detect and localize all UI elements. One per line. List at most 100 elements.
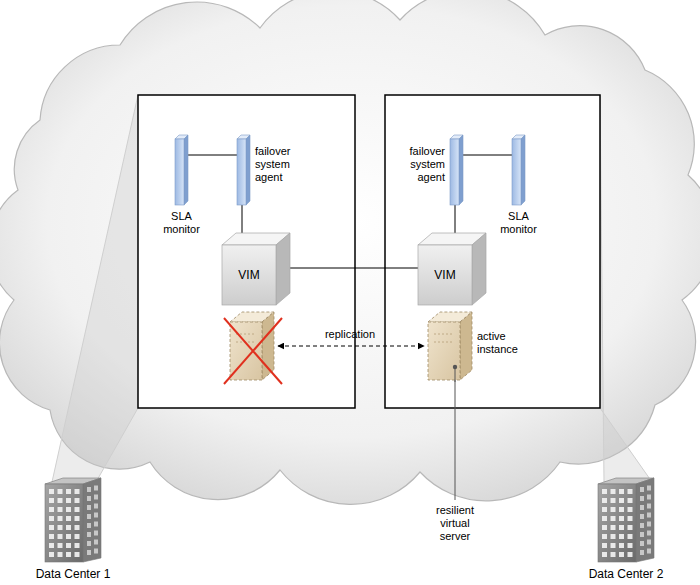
bar-side bbox=[246, 135, 250, 205]
building-window bbox=[49, 552, 54, 557]
building-window bbox=[66, 489, 71, 494]
building-window bbox=[66, 516, 71, 521]
building-window bbox=[602, 516, 607, 521]
building-window bbox=[75, 489, 80, 494]
building-window bbox=[647, 486, 651, 491]
data-center-graphic bbox=[45, 478, 101, 562]
building-window bbox=[619, 543, 624, 548]
building-window bbox=[602, 525, 607, 530]
building-window bbox=[58, 543, 63, 548]
building-window bbox=[87, 532, 91, 537]
building-window bbox=[94, 513, 98, 518]
building-window bbox=[628, 534, 633, 539]
failover-agent-graphic bbox=[237, 135, 250, 205]
building-window bbox=[602, 507, 607, 512]
building-window bbox=[58, 507, 63, 512]
building-window bbox=[619, 498, 624, 503]
building-window bbox=[602, 543, 607, 548]
cube-side bbox=[276, 233, 290, 305]
sla-monitor-graphic bbox=[512, 135, 525, 205]
building-window bbox=[619, 525, 624, 530]
failure-cross bbox=[224, 318, 282, 384]
building-window bbox=[611, 525, 616, 530]
building-window bbox=[628, 498, 633, 503]
building-window bbox=[628, 525, 633, 530]
site-name: Data Center 1 bbox=[36, 567, 111, 581]
building-window bbox=[647, 540, 651, 545]
building-front bbox=[45, 484, 83, 562]
data-center-panel bbox=[138, 95, 355, 408]
building-window bbox=[49, 516, 54, 521]
projection-funnel bbox=[600, 95, 652, 482]
building-window bbox=[75, 552, 80, 557]
replication-arrow bbox=[278, 346, 424, 347]
building-side bbox=[83, 478, 101, 562]
data-center: Data Center 1 bbox=[45, 478, 101, 562]
site-name: Data Center 2 bbox=[589, 567, 664, 581]
virtual-server-graphic bbox=[428, 312, 472, 380]
building-window bbox=[49, 525, 54, 530]
building-window bbox=[647, 495, 651, 500]
connector-line bbox=[242, 205, 243, 233]
building-window bbox=[58, 489, 63, 494]
connector-label: replication bbox=[325, 328, 375, 341]
connector-line bbox=[455, 205, 456, 233]
building-front bbox=[598, 484, 636, 562]
building-window bbox=[87, 496, 91, 501]
building-window bbox=[94, 531, 98, 536]
building-window bbox=[49, 543, 54, 548]
building-window bbox=[94, 549, 98, 554]
building-window bbox=[66, 534, 71, 539]
bar-front bbox=[512, 139, 521, 205]
building-window bbox=[640, 487, 644, 492]
bar-front bbox=[450, 139, 459, 205]
building-window bbox=[640, 523, 644, 528]
server-detail bbox=[434, 334, 454, 335]
building-window bbox=[66, 498, 71, 503]
callout-label: resilient virtual server bbox=[436, 504, 474, 543]
server-side bbox=[460, 312, 472, 380]
data-center-graphic bbox=[598, 478, 654, 562]
building-window bbox=[628, 543, 633, 548]
node-label: failover system agent bbox=[255, 145, 290, 184]
building-window bbox=[94, 504, 98, 509]
building-window bbox=[628, 507, 633, 512]
leader-line bbox=[455, 378, 456, 500]
cube-front bbox=[222, 245, 276, 305]
failover-agent: failover system agent bbox=[237, 135, 250, 205]
failover-agent-graphic bbox=[450, 135, 463, 205]
virtual-server: active instance bbox=[428, 312, 472, 380]
building-window bbox=[75, 516, 80, 521]
sla-monitor: SLA monitor bbox=[512, 135, 525, 205]
vim-box: VIM bbox=[222, 233, 290, 305]
building-window bbox=[94, 540, 98, 545]
building-window bbox=[94, 522, 98, 527]
building-window bbox=[87, 541, 91, 546]
building-window bbox=[640, 505, 644, 510]
building-window bbox=[49, 507, 54, 512]
building-window bbox=[58, 552, 63, 557]
vim-box: VIM bbox=[418, 233, 486, 305]
building-window bbox=[619, 516, 624, 521]
building-window bbox=[628, 489, 633, 494]
bar-front bbox=[237, 139, 246, 205]
failover-agent: failover system agent bbox=[450, 135, 463, 205]
building-window bbox=[58, 534, 63, 539]
data-center: Data Center 2 bbox=[598, 478, 654, 562]
building-window bbox=[647, 549, 651, 554]
building-window bbox=[611, 507, 616, 512]
server-detail bbox=[434, 342, 454, 343]
building-window bbox=[66, 543, 71, 548]
building-window bbox=[87, 550, 91, 555]
building-window bbox=[87, 523, 91, 528]
building-window bbox=[58, 516, 63, 521]
building-window bbox=[619, 489, 624, 494]
building-window bbox=[640, 514, 644, 519]
building-window bbox=[640, 532, 644, 537]
sla-monitor: SLA monitor bbox=[175, 135, 188, 205]
building-window bbox=[619, 534, 624, 539]
building-window bbox=[87, 514, 91, 519]
sla-monitor-graphic bbox=[175, 135, 188, 205]
building-window bbox=[602, 489, 607, 494]
